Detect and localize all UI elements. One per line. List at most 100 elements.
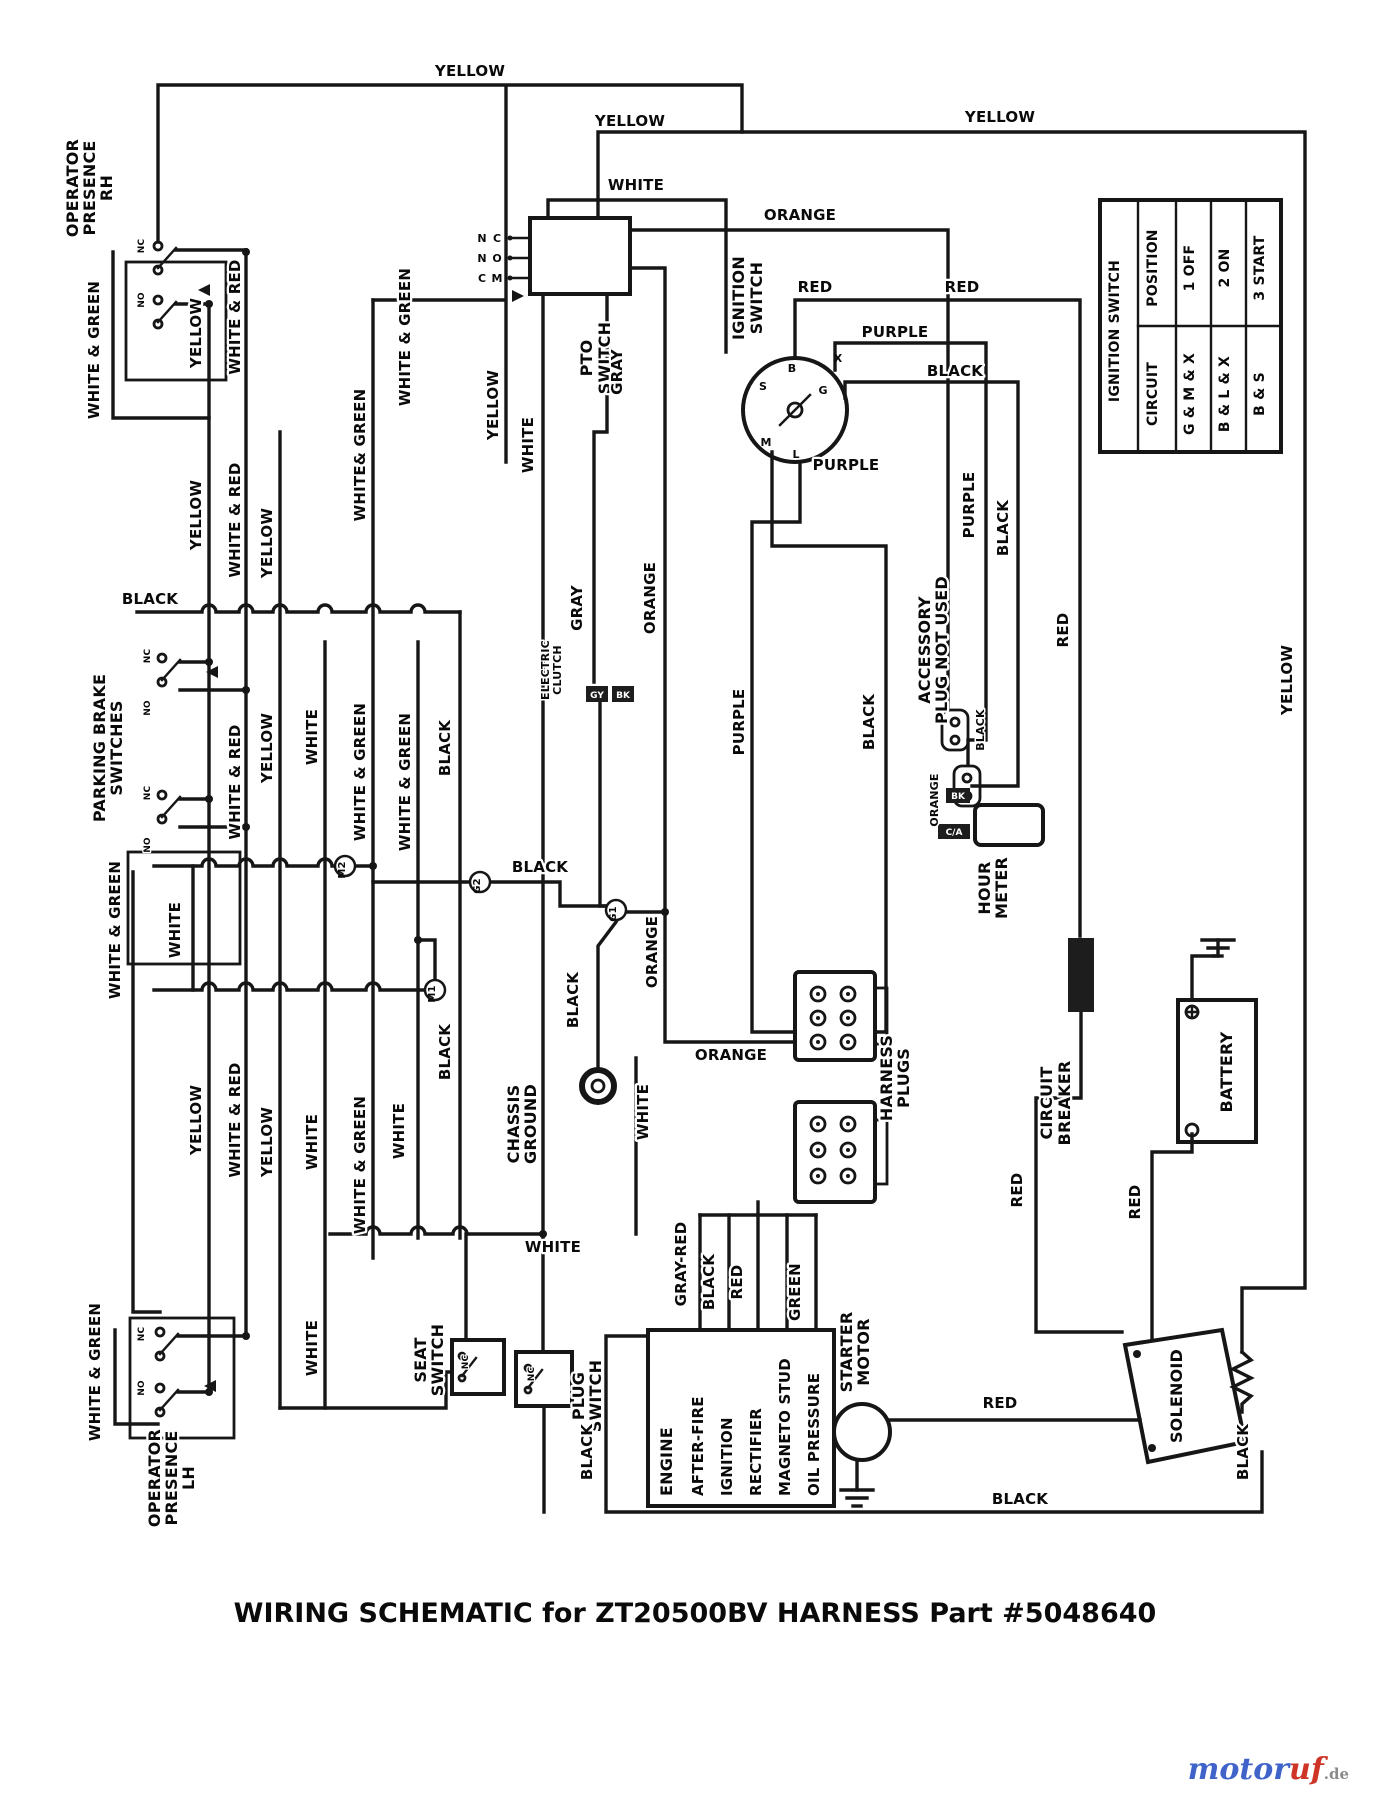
wire-black-bottom (604, 1334, 1264, 1514)
wire-black-hourmeter (843, 380, 1020, 788)
wire-white-ignition (546, 198, 728, 354)
harness-plug-1 (793, 970, 889, 1062)
clutch-pin-gy: GY (590, 691, 604, 701)
plug-switch-label: SWITCH (586, 1360, 605, 1432)
wire-label-white: WHITE (519, 417, 537, 473)
wire-label-gray: GRAY (608, 348, 626, 395)
pto-switch-label: PTO (577, 340, 596, 377)
wire-label-gray: GRAY (568, 584, 586, 631)
chassis-ground-label: CHASSIS (504, 1085, 523, 1164)
wire-label-green: GREEN (786, 1263, 804, 1321)
ignition-terminal-m: M (761, 436, 772, 449)
wire-white-bottom (328, 1225, 545, 1236)
wire-label-purple: PURPLE (862, 323, 929, 341)
wire-label-white: WHITE (166, 902, 184, 958)
solenoid-label: SOLENOID (1167, 1349, 1186, 1443)
wire-label-white-green: WHITE & GREEN (351, 703, 369, 841)
parking-brake-switch-group (126, 652, 242, 966)
wire-black-center (770, 450, 888, 1034)
junction-node-circles (333, 854, 628, 1002)
harness-plugs-label: PLUGS (894, 1048, 913, 1108)
wire-label-yellow: YELLOW (258, 713, 276, 784)
pto-pin: C (493, 232, 501, 245)
wire-label-white: WHITE (390, 1103, 408, 1159)
engine-terminal-after-fire: AFTER-FIRE (689, 1396, 707, 1496)
switch-pin-no: NO (143, 837, 153, 853)
electric-clutch-label: CLUTCH (551, 645, 564, 695)
wire-label-orange: ORANGE (641, 562, 659, 634)
electric-clutch-label: ELECTRIC (539, 640, 552, 700)
wire-label-red: RED (798, 278, 833, 296)
ignition-table-row-position: 1 OFF (1182, 245, 1198, 292)
wiring-paths (111, 83, 1307, 1514)
junction-node-g2: G2 (472, 878, 483, 894)
seat-switch-body (450, 1338, 506, 1396)
ignition-table-position-header: POSITION (1145, 229, 1161, 306)
wire-segment (131, 870, 162, 1314)
wire-label-white: WHITE (634, 1084, 652, 1140)
operator-presence-lh-label: OPERATOR (145, 1429, 164, 1527)
wire-label-white-red: WHITE & RED (226, 259, 244, 374)
wire-label-purple: PURPLE (960, 472, 978, 539)
ignition-switch-label: IGNITION (729, 256, 748, 340)
wire-orange-long (628, 266, 797, 1044)
circuit-breaker-body (1068, 938, 1094, 1012)
ignition-terminal-g: G (818, 384, 827, 397)
wire-label-purple: PURPLE (730, 689, 748, 756)
ground-symbol-battery (1200, 938, 1236, 958)
hour-meter-label: HOUR (975, 861, 994, 914)
wire-purple-center (750, 460, 802, 1034)
plug-switch-body (514, 1350, 574, 1408)
wire-label-black: BLACK (122, 590, 179, 608)
wire-label-orange: ORANGE (695, 1046, 767, 1064)
operator-presence-rh-label: OPERATOR (63, 139, 82, 237)
ignition-terminal-s: S (759, 380, 767, 393)
wire-purple-right (833, 341, 988, 766)
wire-label-red: RED (728, 1265, 746, 1300)
battery-body (1176, 998, 1258, 1144)
ignition-table-title: IGNITION SWITCH (1107, 260, 1123, 402)
watermark: motoruf.de (1188, 1752, 1349, 1787)
wire-label-yellow: YELLOW (1278, 645, 1296, 716)
wire-label-orange: ORANGE (643, 916, 661, 988)
engine-terminal-ignition: IGNITION (718, 1417, 736, 1496)
circuit-breaker-label: BREAKER (1055, 1061, 1074, 1146)
electric-clutch-connector (586, 686, 634, 702)
wire-label-white-green: WHITE & GREEN (106, 861, 124, 999)
starter-motor-label: STARTER (837, 1312, 856, 1393)
pto-switch-body (507, 216, 632, 302)
labels: YELLOW YELLOW YELLOW WHITE ORANGE RED RE… (61, 60, 1299, 1629)
wire-label-black: BLACK (700, 1253, 718, 1310)
chassis-ground-ring (579, 1067, 617, 1105)
wire-label-black: BLACK (994, 499, 1012, 556)
pto-pin: C (478, 272, 486, 285)
wire-label-yellow: YELLOW (964, 108, 1035, 126)
hour-meter-pin-bk: BK (951, 792, 966, 802)
wire-label-red: RED (945, 278, 980, 296)
engine-box (646, 1328, 836, 1508)
wire-orange-accessory (630, 228, 950, 712)
wire-label-black: BLACK (992, 1490, 1049, 1508)
circuit-breaker-label: CIRCUIT (1037, 1066, 1056, 1139)
wire-label-black: BLACK (974, 709, 987, 751)
wire-segment (416, 938, 437, 982)
wire-label-black: BLACK (860, 693, 878, 750)
ignition-switch-label: SWITCH (747, 262, 766, 334)
switch-pin-nc: NC (143, 649, 153, 664)
parking-brake-label: SWITCHES (107, 700, 126, 795)
wire-label-black: BLACK (927, 362, 984, 380)
wire-label-red: RED (1054, 613, 1072, 648)
wire-solenoid-coil (1229, 1349, 1255, 1414)
wire-label-red: RED (1126, 1185, 1144, 1220)
wire-label-purple: PURPLE (813, 456, 880, 474)
engine-terminal-oil-pressure: OIL PRESSURE (805, 1373, 823, 1496)
harness-plug-2 (793, 1100, 889, 1204)
ignition-table-circuit-header: CIRCUIT (1145, 362, 1161, 426)
switch-pin-no: NO (137, 292, 147, 308)
pto-pin: M (492, 272, 503, 285)
ignition-table-row-circuit: B & L & X (1217, 356, 1233, 432)
hour-meter-pin-ca: C/A (946, 828, 963, 838)
wire-label-red: RED (983, 1394, 1018, 1412)
operator-presence-rh-label: PRESENCE (80, 140, 99, 235)
